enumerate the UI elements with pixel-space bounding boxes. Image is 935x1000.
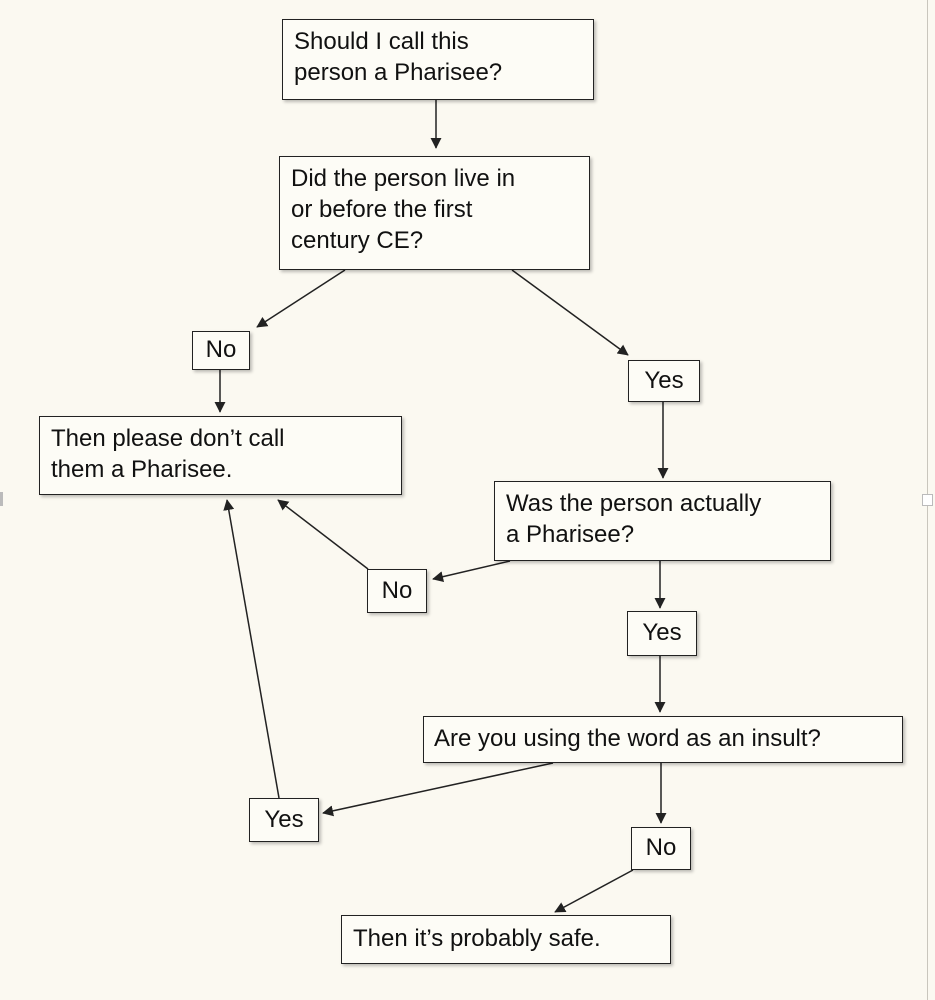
arrow-no-to-safe bbox=[554, 869, 634, 913]
node-insult-question: Are you using the word as an insult? bbox=[423, 716, 903, 763]
node-actual-pharisee-question: Was the person actually a Pharisee? bbox=[494, 481, 831, 561]
arrow-actual-to-no bbox=[432, 560, 511, 583]
label-century-yes: Yes bbox=[628, 360, 700, 402]
label-insult-yes: Yes bbox=[249, 798, 319, 842]
arrow-no-to-dont-call-2 bbox=[277, 499, 369, 570]
node-first-century-question: Did the person live in or before the fir… bbox=[279, 156, 590, 270]
label-insult-no: No bbox=[631, 827, 691, 870]
node-safe-result: Then it’s probably safe. bbox=[341, 915, 671, 964]
right-edge-handle[interactable] bbox=[922, 494, 933, 506]
left-edge-handle bbox=[0, 492, 3, 506]
arrow-yes-to-dont-call bbox=[223, 499, 280, 799]
node-call-pharisee-question: Should I call this person a Pharisee? bbox=[282, 19, 594, 100]
label-actual-no: No bbox=[367, 569, 427, 613]
arrow-century-to-yes bbox=[511, 269, 629, 356]
arrow-century-to-no bbox=[256, 269, 346, 328]
label-century-no: No bbox=[192, 331, 250, 370]
node-dont-call-result: Then please don’t call them a Pharisee. bbox=[39, 416, 402, 495]
label-actual-yes: Yes bbox=[627, 611, 697, 656]
arrow-insult-to-yes bbox=[322, 762, 554, 817]
